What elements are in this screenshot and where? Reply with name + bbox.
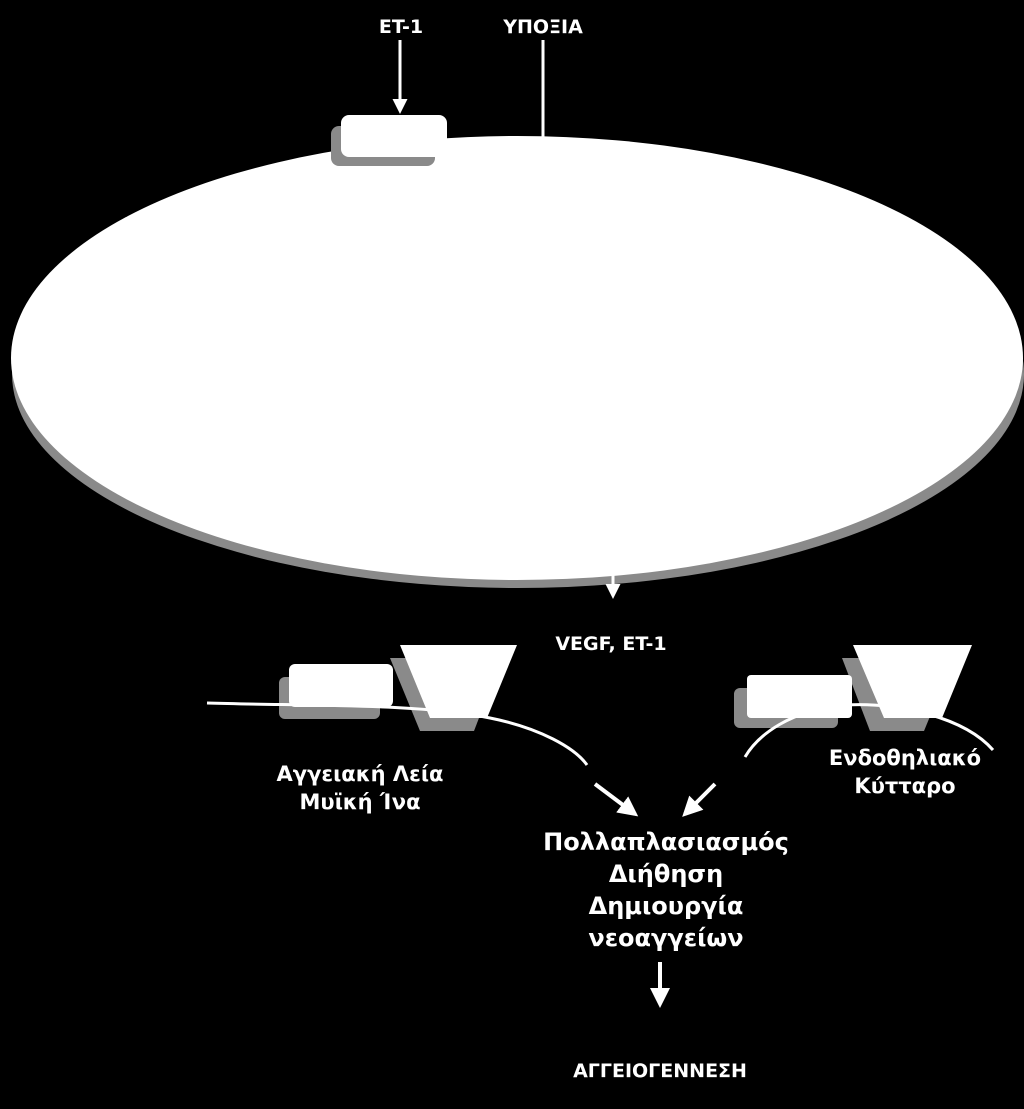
endothelial-cell-label-line2: Κύτταρο: [854, 774, 956, 798]
effects-line3: Δημιουργία: [588, 892, 744, 920]
left-receptor-b: [400, 645, 517, 718]
right-membrane-line: [743, 703, 995, 758]
et1-label: ET-1: [378, 16, 424, 38]
left-receptor-a: [289, 664, 393, 707]
effects-line1: Πολλαπλασιασμός: [543, 828, 789, 856]
left-effect-arrow: [593, 782, 639, 817]
right-receptor-a: [747, 675, 852, 718]
effects-line2: Διήθηση: [608, 860, 724, 888]
receptor-top: [341, 115, 447, 157]
left-membrane-line: [206, 701, 589, 766]
effects-label: Πολλαπλασιασμός Διήθηση Δημιουργία νεοαγ…: [516, 826, 816, 954]
endothelial-cell-label: Ενδοθηλιακό Κύτταρο: [795, 744, 1015, 800]
secreted-factors-label: VEGF, ET-1: [555, 633, 667, 655]
cell-ellipse: [11, 136, 1023, 580]
right-effect-arrow: [682, 782, 717, 817]
hypoxia-label: ΥΠΟΞΙΑ: [503, 16, 583, 38]
effects-line4: νεοαγγείων: [588, 924, 744, 952]
endothelial-cell-label-line1: Ενδοθηλιακό: [828, 746, 982, 770]
angiogenesis-label: ΑΓΓΕΙΟΓΕΝΝΕΣΗ: [573, 1060, 747, 1082]
smooth-muscle-label: Αγγειακή Λεία Μυϊκή Ίνα: [245, 760, 475, 816]
right-receptor-b: [853, 645, 972, 718]
smooth-muscle-label-line1: Αγγειακή Λεία: [276, 762, 444, 786]
smooth-muscle-label-line2: Μυϊκή Ίνα: [299, 790, 421, 814]
